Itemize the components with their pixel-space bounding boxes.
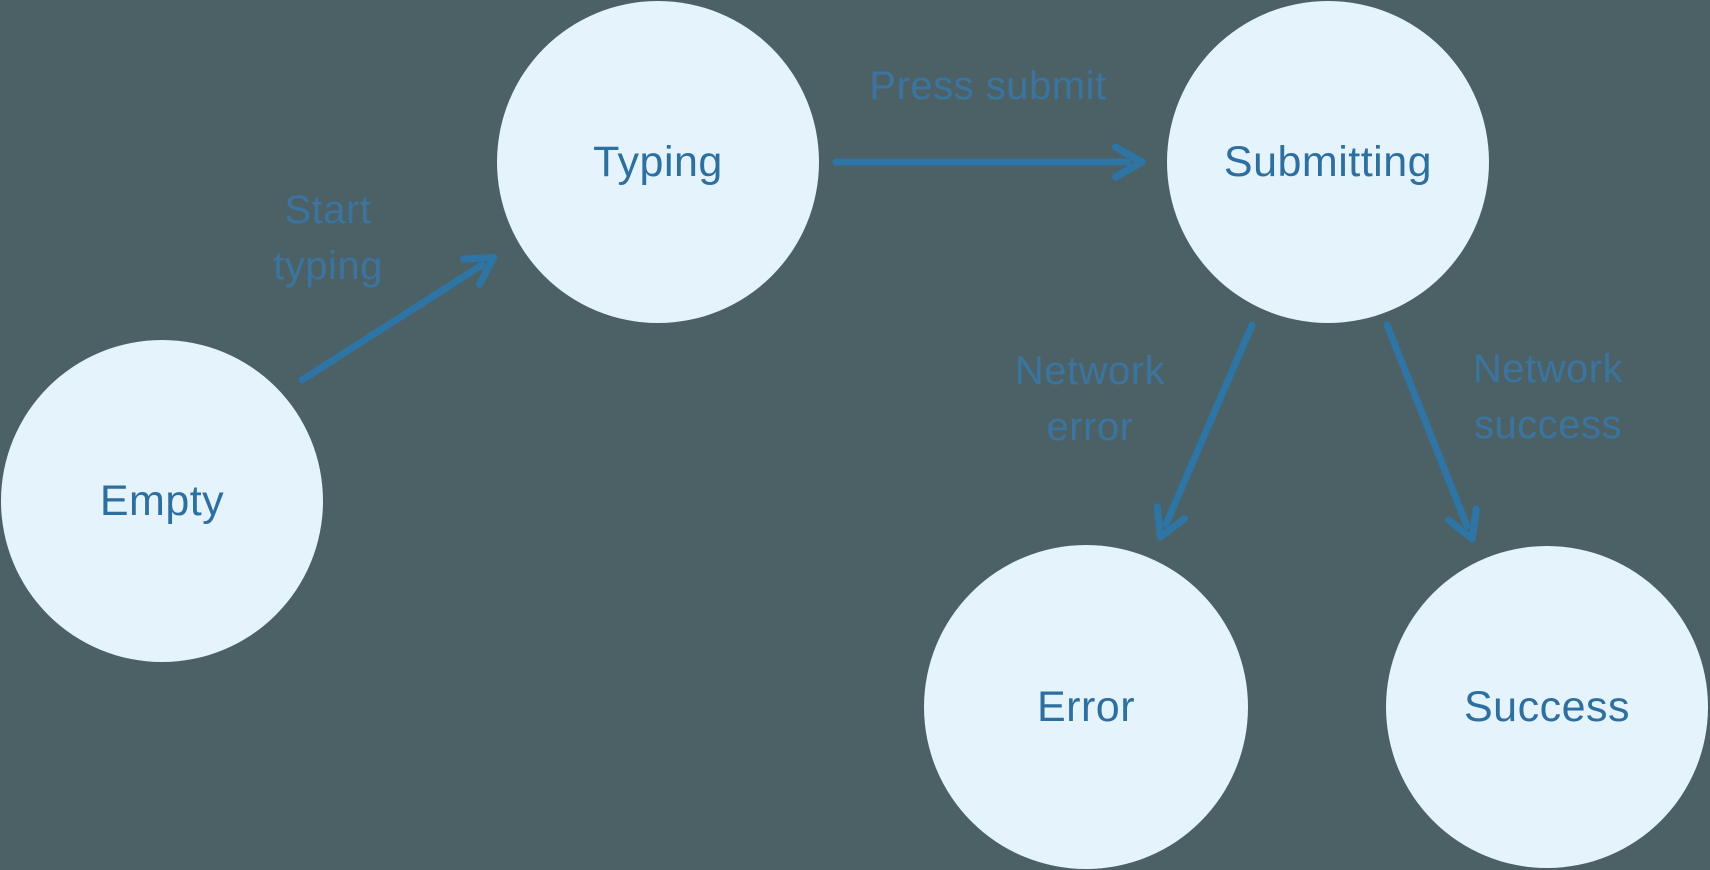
state-node-label: Error <box>1036 682 1136 731</box>
transition-label-press-submit: Press submit <box>869 64 1107 108</box>
transition-label-network-success: Network success <box>1472 347 1624 447</box>
state-node-label: Empty <box>99 476 225 525</box>
state-node-error: Error <box>924 545 1248 869</box>
transition-label-network-error: Network error <box>1014 349 1166 449</box>
state-node-empty: Empty <box>1 340 323 662</box>
state-node-success: Success <box>1386 546 1708 868</box>
transition-label-start-typing: Start typing <box>273 188 383 288</box>
state-node-submitting: Submitting <box>1167 1 1489 323</box>
state-node-label: Typing <box>593 137 723 186</box>
state-node-typing: Typing <box>497 1 819 323</box>
state-node-label: Submitting <box>1223 137 1433 186</box>
state-node-label: Success <box>1463 682 1630 731</box>
